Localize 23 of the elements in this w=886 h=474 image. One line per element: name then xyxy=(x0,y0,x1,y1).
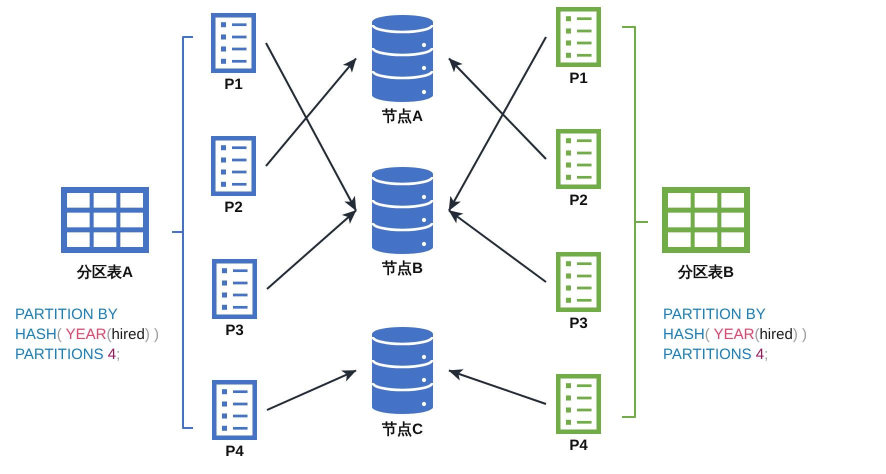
node-label: 节点B xyxy=(382,260,423,278)
partition-label: P1 xyxy=(224,76,243,94)
arrow xyxy=(265,58,357,167)
partition-label: P1 xyxy=(569,70,588,88)
partition-label: P3 xyxy=(225,322,244,340)
arrow xyxy=(448,369,546,405)
table-label: 分区表A xyxy=(77,264,133,282)
arrow xyxy=(448,36,547,211)
partition-label: P2 xyxy=(569,192,588,210)
arrow xyxy=(448,210,547,283)
arrow xyxy=(266,210,357,290)
arrow xyxy=(448,58,547,160)
arrow xyxy=(266,370,356,411)
node-label: 节点A xyxy=(382,108,423,126)
partition-label: P3 xyxy=(569,315,588,333)
arrow xyxy=(265,42,357,211)
partition-label: P4 xyxy=(569,437,588,455)
node-label: 节点C xyxy=(382,421,423,439)
table-label: 分区表B xyxy=(678,264,734,282)
partition-label: P2 xyxy=(224,199,243,217)
code-snippet: PARTITION BY HASH( YEAR(hired) ) PARTITIONS 4; xyxy=(663,305,808,365)
code-snippet: PARTITION BY HASH( YEAR(hired) ) PARTITIONS 4; xyxy=(15,305,160,365)
partition-label: P4 xyxy=(225,443,244,461)
